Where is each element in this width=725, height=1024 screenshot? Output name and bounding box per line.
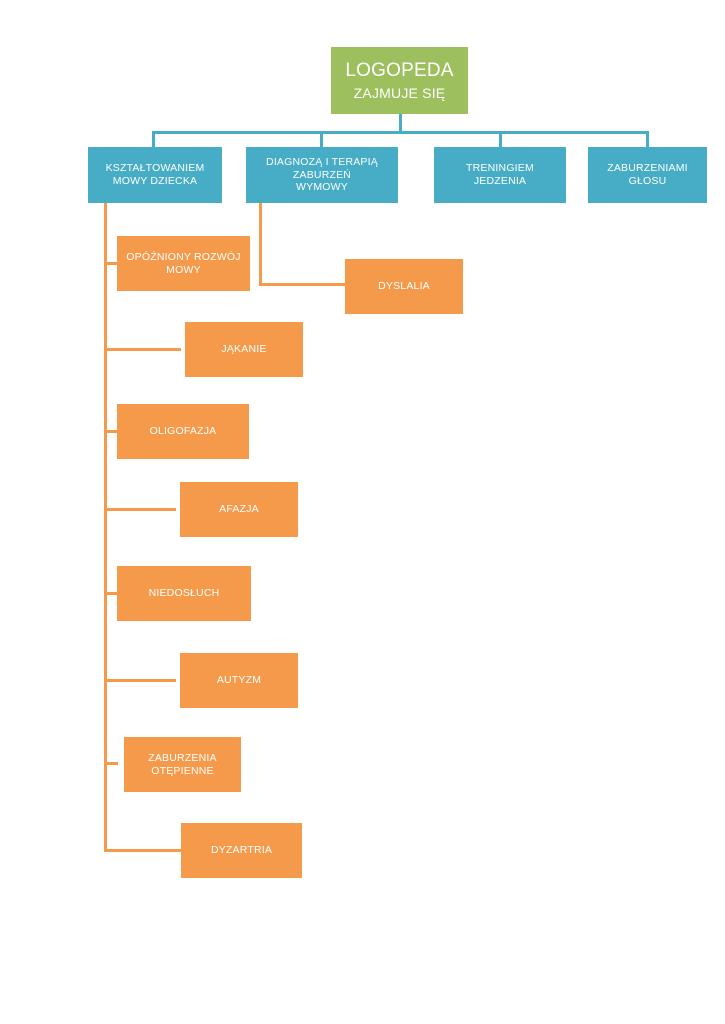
node-jakanie[interactable]: JĄKANIE — [185, 322, 303, 377]
connector-trunk-speech — [104, 203, 107, 852]
node-ksztaltowaniem-mowy-dziecka[interactable]: KSZTAŁTOWANIEM MOWY DZIECKA — [88, 147, 222, 203]
node-dyzartria[interactable]: DYZARTRIA — [181, 823, 302, 878]
connector-stub-opozniony — [104, 262, 118, 265]
node-niedosluch[interactable]: NIEDOSŁUCH — [117, 566, 251, 621]
node-zaburzenia-otepienne[interactable]: ZABURZENIA OTĘPIENNE — [124, 737, 241, 792]
connector-stub-dyslalia — [259, 283, 346, 286]
connector-level1-bus — [152, 131, 649, 134]
connector-stub-niedosluch — [104, 592, 118, 595]
node-autyzm[interactable]: AUTYZM — [180, 653, 298, 708]
node-opozniony-rozwoj-mowy[interactable]: OPÓŹNIONY ROZWÓJ MOWY — [117, 236, 250, 291]
node-treningiem-jedzenia[interactable]: TRENINGIEM JEDZENIA — [434, 147, 566, 203]
node-diagnoza-i-terapia-zaburzen-wymowy[interactable]: DIAGNOZĄ I TERAPIĄ ZABURZEŃ WYMOWY — [246, 147, 398, 203]
connector-drop-diagnoza — [320, 131, 323, 149]
connector-root-stem — [399, 113, 402, 133]
connector-stub-autyzm — [104, 679, 176, 682]
connector-trunk-pronunciation — [259, 203, 262, 285]
node-afazja[interactable]: AFAZJA — [180, 482, 298, 537]
connector-drop-zaburzeniami — [646, 131, 649, 149]
node-root[interactable]: LOGOPEDA ZAJMUJE SIĘ — [331, 47, 468, 114]
node-root-title: LOGOPEDA — [345, 59, 454, 81]
node-zaburzeniami-glosu[interactable]: ZABURZENIAMI GŁOSU — [588, 147, 707, 203]
connector-stub-dyzartria — [104, 849, 181, 852]
connector-drop-treningiem — [499, 131, 502, 149]
node-dyslalia[interactable]: DYSLALIA — [345, 259, 463, 314]
connector-stub-jakanie — [104, 348, 181, 351]
connector-drop-ksztaltowaniem — [152, 131, 155, 149]
connector-stub-oligofazja — [104, 430, 118, 433]
connector-stub-zaburzenia-otepienne — [104, 762, 118, 765]
node-root-subtitle: ZAJMUJE SIĘ — [353, 85, 446, 102]
connector-stub-afazja — [104, 508, 176, 511]
node-oligofazja[interactable]: OLIGOFAZJA — [117, 404, 249, 459]
